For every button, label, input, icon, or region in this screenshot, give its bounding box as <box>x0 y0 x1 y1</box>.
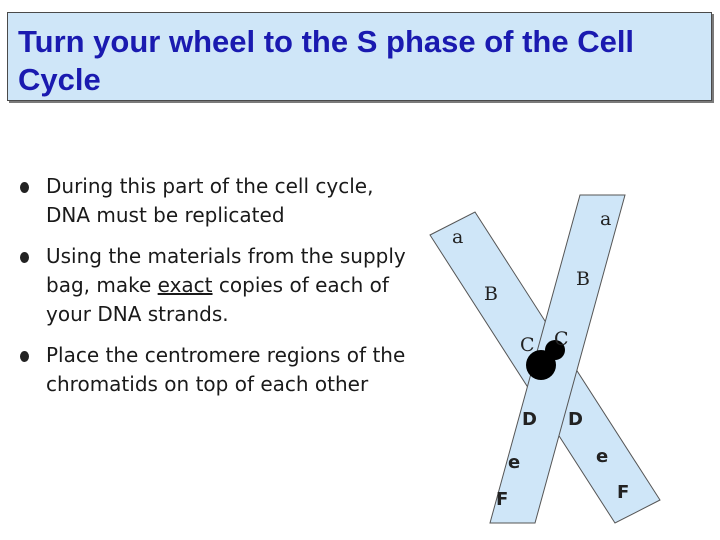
bullet-item: Place the centromere regions of the chro… <box>20 341 420 399</box>
gene-label: a <box>452 226 463 248</box>
gene-label: D <box>522 409 537 430</box>
bullet-text: During this part of the cell cycle, DNA … <box>46 174 374 227</box>
bullet-list: During this part of the cell cycle, DNA … <box>20 172 420 411</box>
bullet-item: Using the materials from the supply bag,… <box>20 242 420 329</box>
bullet-text: Place the centromere regions of the chro… <box>46 343 406 396</box>
gene-label: F <box>496 489 508 510</box>
gene-label: e <box>508 452 520 473</box>
gene-label: D <box>568 409 583 430</box>
bullet-dot-icon <box>20 182 29 193</box>
centromere-front <box>526 350 556 380</box>
bullet-emphasis: exact <box>157 273 213 297</box>
gene-label: B <box>484 283 498 305</box>
gene-label: C <box>554 328 569 350</box>
bullet-text-before: Using the materials from the supply bag,… <box>46 244 406 297</box>
chromosome-diagram: a B C D e F a B C D e F <box>429 194 661 524</box>
gene-label: F <box>617 482 629 503</box>
gene-label: a <box>600 208 611 230</box>
gene-label: e <box>596 446 608 467</box>
bullet-dot-icon <box>20 351 29 362</box>
gene-label: C <box>520 334 535 356</box>
bullet-text-after: copies of each of your DNA strands. <box>46 273 389 326</box>
title-box: Turn your wheel to the S phase of the Ce… <box>7 12 712 101</box>
bullet-item: During this part of the cell cycle, DNA … <box>20 172 420 230</box>
slide-title: Turn your wheel to the S phase of the Ce… <box>18 24 635 97</box>
gene-label: B <box>576 268 590 290</box>
bullet-dot-icon <box>20 252 29 263</box>
